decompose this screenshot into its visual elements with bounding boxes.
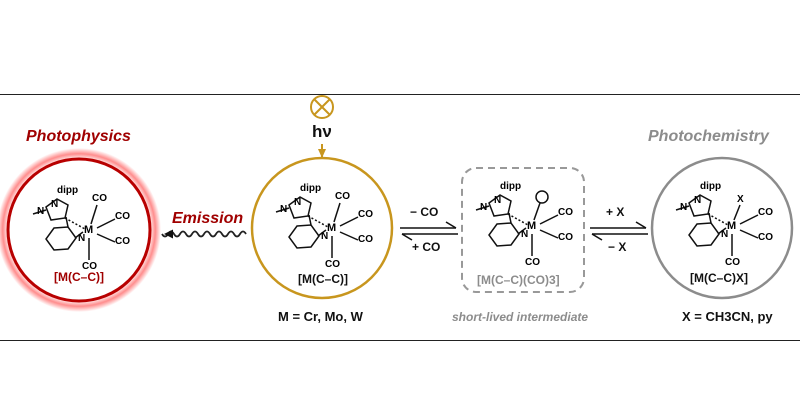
emission-label: Emission [172,210,244,227]
atom-n: N [51,199,59,210]
atom-co: CO [82,261,97,272]
atom-dipp: dipp [300,183,322,194]
atom-n: N [37,206,45,217]
atom-dipp: dipp [500,181,522,192]
emission-glow [0,148,161,312]
left-complex-circle [6,157,152,303]
molecule-center [275,196,359,258]
molecule-left [32,198,116,260]
atom-n: N [721,229,729,240]
atom-co: CO [758,207,773,218]
equilibrium-arrows-x [590,221,648,241]
light-source-icon [310,95,334,119]
intermediate-box [461,167,585,293]
atom-n: N [294,197,302,208]
ligand-caption: X = CH3CN, py [682,309,773,324]
molecule-intermediate [475,190,559,256]
atom-co: CO [115,236,130,247]
atom-co: CO [358,209,373,220]
atom-dipp: dipp [700,181,722,192]
equilibrium-arrows-co [400,221,458,241]
atom-m: M [84,224,94,236]
complex-label-right: [M(C–C)X] [690,271,748,285]
complex-label-left: [M(C–C)] [54,270,104,284]
atom-n: N [321,231,329,242]
atom-n: N [694,195,702,206]
atom-m: M [327,222,337,234]
atom-co: CO [725,257,740,268]
atom-m: M [527,220,537,232]
complex-label-intermediate: [M(C–C)(CO)3] [477,273,560,287]
atom-m: M [727,220,737,232]
plus-x-label: + X [606,205,625,219]
atom-co: CO [115,211,130,222]
atom-co: CO [525,257,540,268]
complex-label-center: [M(C–C)] [298,272,348,286]
plus-co-label: + CO [412,240,441,254]
atom-co: CO [358,234,373,245]
atom-co: CO [758,232,773,243]
minus-co-label: − CO [410,205,439,219]
molecule-right [675,194,759,256]
atom-n: N [480,202,488,213]
atom-n: N [78,233,86,244]
atom-n: N [521,229,529,240]
atom-co: CO [325,259,340,270]
hv-label: hν [312,122,332,141]
photochemistry-header: Photochemistry [648,128,769,145]
photophysics-header: Photophysics [26,128,131,145]
atom-x: X [737,194,744,205]
ligand-caption-text: X = CH3CN, py [682,309,773,324]
top-rule [0,94,800,95]
minus-x-label: − X [608,240,627,254]
atom-n: N [494,195,502,206]
atom-n: N [280,204,288,215]
right-complex-circle [650,156,794,300]
atom-co: CO [558,207,573,218]
atom-dipp: dipp [57,185,79,196]
atom-co: CO [92,193,107,204]
emission-arrow [161,229,247,239]
atom-co: CO [335,191,350,202]
intermediate-caption: short-lived intermediate [452,310,589,324]
atom-n: N [680,202,688,213]
bottom-rule [0,340,800,341]
metals-caption: M = Cr, Mo, W [278,309,363,324]
atom-co: CO [558,232,573,243]
